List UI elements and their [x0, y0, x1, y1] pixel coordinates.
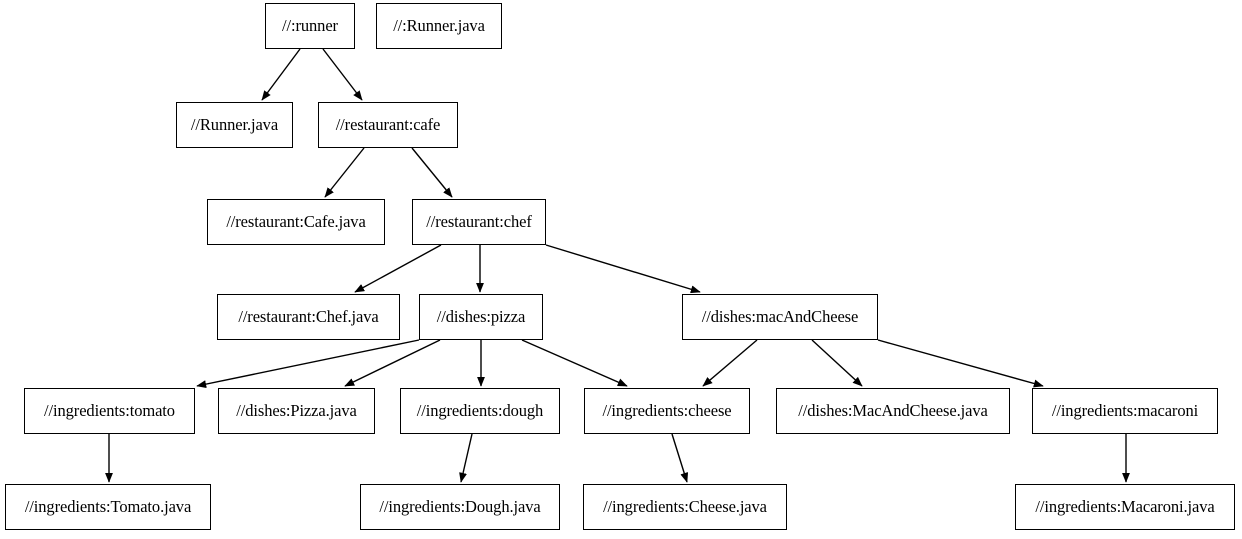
graph-node-restaurant_cafe[interactable]: //restaurant:cafe [318, 102, 458, 148]
graph-node-label: //ingredients:dough [416, 400, 544, 420]
graph-node-label: //dishes:MacAndCheese.java [798, 400, 988, 420]
graph-node-label: //dishes:macAndCheese [701, 306, 859, 326]
graph-node-runner[interactable]: //:runner [265, 3, 355, 49]
graph-node-ingredients_dough[interactable]: //ingredients:dough [400, 388, 560, 434]
graph-node-Runner_java[interactable]: //Runner.java [176, 102, 293, 148]
graph-node-label: //dishes:Pizza.java [236, 400, 357, 420]
graph-node-root_Runner_java[interactable]: //:Runner.java [376, 3, 502, 49]
graph-node-ingredients_cheese[interactable]: //ingredients:cheese [584, 388, 750, 434]
graph-node-restaurant_Cafe_java[interactable]: //restaurant:Cafe.java [207, 199, 385, 245]
graph-node-dishes_pizza[interactable]: //dishes:pizza [419, 294, 543, 340]
graph-node-ingredients_Macaroni_java[interactable]: //ingredients:Macaroni.java [1015, 484, 1235, 530]
graph-node-ingredients_tomato[interactable]: //ingredients:tomato [24, 388, 195, 434]
graph-node-label: //ingredients:Macaroni.java [1035, 496, 1215, 516]
graph-node-dishes_macAndCheese[interactable]: //dishes:macAndCheese [682, 294, 878, 340]
graph-node-restaurant_chef[interactable]: //restaurant:chef [412, 199, 546, 245]
graph-node-restaurant_Chef_java[interactable]: //restaurant:Chef.java [217, 294, 400, 340]
graph-node-ingredients_Tomato_java[interactable]: //ingredients:Tomato.java [5, 484, 211, 530]
graph-node-label: //ingredients:Cheese.java [603, 496, 767, 516]
graph-node-label: //Runner.java [190, 114, 279, 134]
graph-node-label: //ingredients:tomato [44, 400, 175, 420]
graph-node-label: //:Runner.java [393, 15, 485, 35]
graph-node-label: //ingredients:cheese [602, 400, 732, 420]
graph-node-label: //dishes:pizza [436, 306, 526, 326]
graph-node-label: //:runner [282, 15, 338, 35]
graph-node-ingredients_Cheese_java[interactable]: //ingredients:Cheese.java [583, 484, 787, 530]
graph-node-label: //ingredients:macaroni [1051, 400, 1199, 420]
graph-node-label: //ingredients:Tomato.java [24, 496, 192, 516]
graph-node-label: //restaurant:Cafe.java [226, 211, 366, 231]
graph-node-ingredients_macaroni[interactable]: //ingredients:macaroni [1032, 388, 1218, 434]
graph-node-dishes_Pizza_java[interactable]: //dishes:Pizza.java [218, 388, 375, 434]
graph-node-label: //ingredients:Dough.java [379, 496, 541, 516]
graph-node-ingredients_Dough_java[interactable]: //ingredients:Dough.java [360, 484, 560, 530]
graph-node-dishes_MacAndCheese_java[interactable]: //dishes:MacAndCheese.java [776, 388, 1010, 434]
graph-node-label: //restaurant:cafe [335, 114, 441, 134]
graph-node-label: //restaurant:Chef.java [238, 306, 379, 326]
graph-node-label: //restaurant:chef [426, 211, 532, 231]
